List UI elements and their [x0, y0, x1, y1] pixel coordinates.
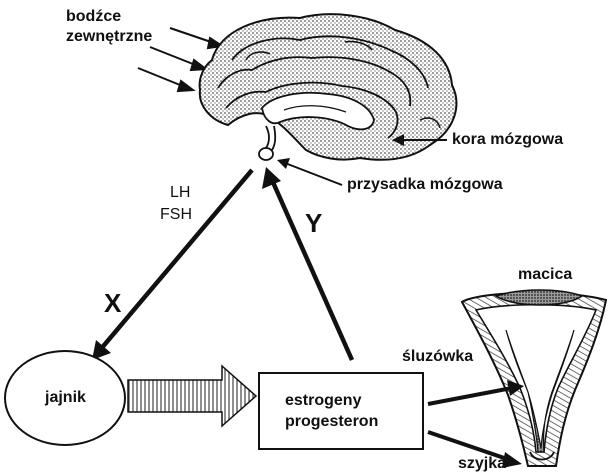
hormones-label-line1: estrogeny	[285, 390, 361, 411]
striped-block-arrow	[128, 366, 256, 426]
fsh-label: FSH	[160, 206, 192, 224]
uterus-illustration	[462, 290, 606, 466]
pituitary-gland	[259, 148, 273, 160]
pituitary-pointer	[277, 158, 342, 185]
uterus-label: macica	[518, 266, 572, 284]
y-label: Y	[305, 208, 322, 239]
pituitary-label: przysadka mózgowa	[347, 176, 503, 194]
brain-illustration	[200, 14, 457, 160]
stimuli-label-line2: zewnętrzne	[66, 28, 152, 46]
stimuli-label-line1: bodźce	[66, 8, 121, 26]
arrow-y	[262, 167, 352, 360]
ovary-label: jajnik	[45, 389, 86, 407]
x-label: X	[104, 288, 121, 319]
cervix-label: szyjka	[458, 455, 506, 473]
mucosa-label: śluzówka	[402, 348, 473, 366]
hormones-label-line2: progesteron	[285, 411, 378, 432]
cortex-label: kora mózgowa	[452, 131, 563, 149]
lh-label: LH	[170, 184, 190, 202]
